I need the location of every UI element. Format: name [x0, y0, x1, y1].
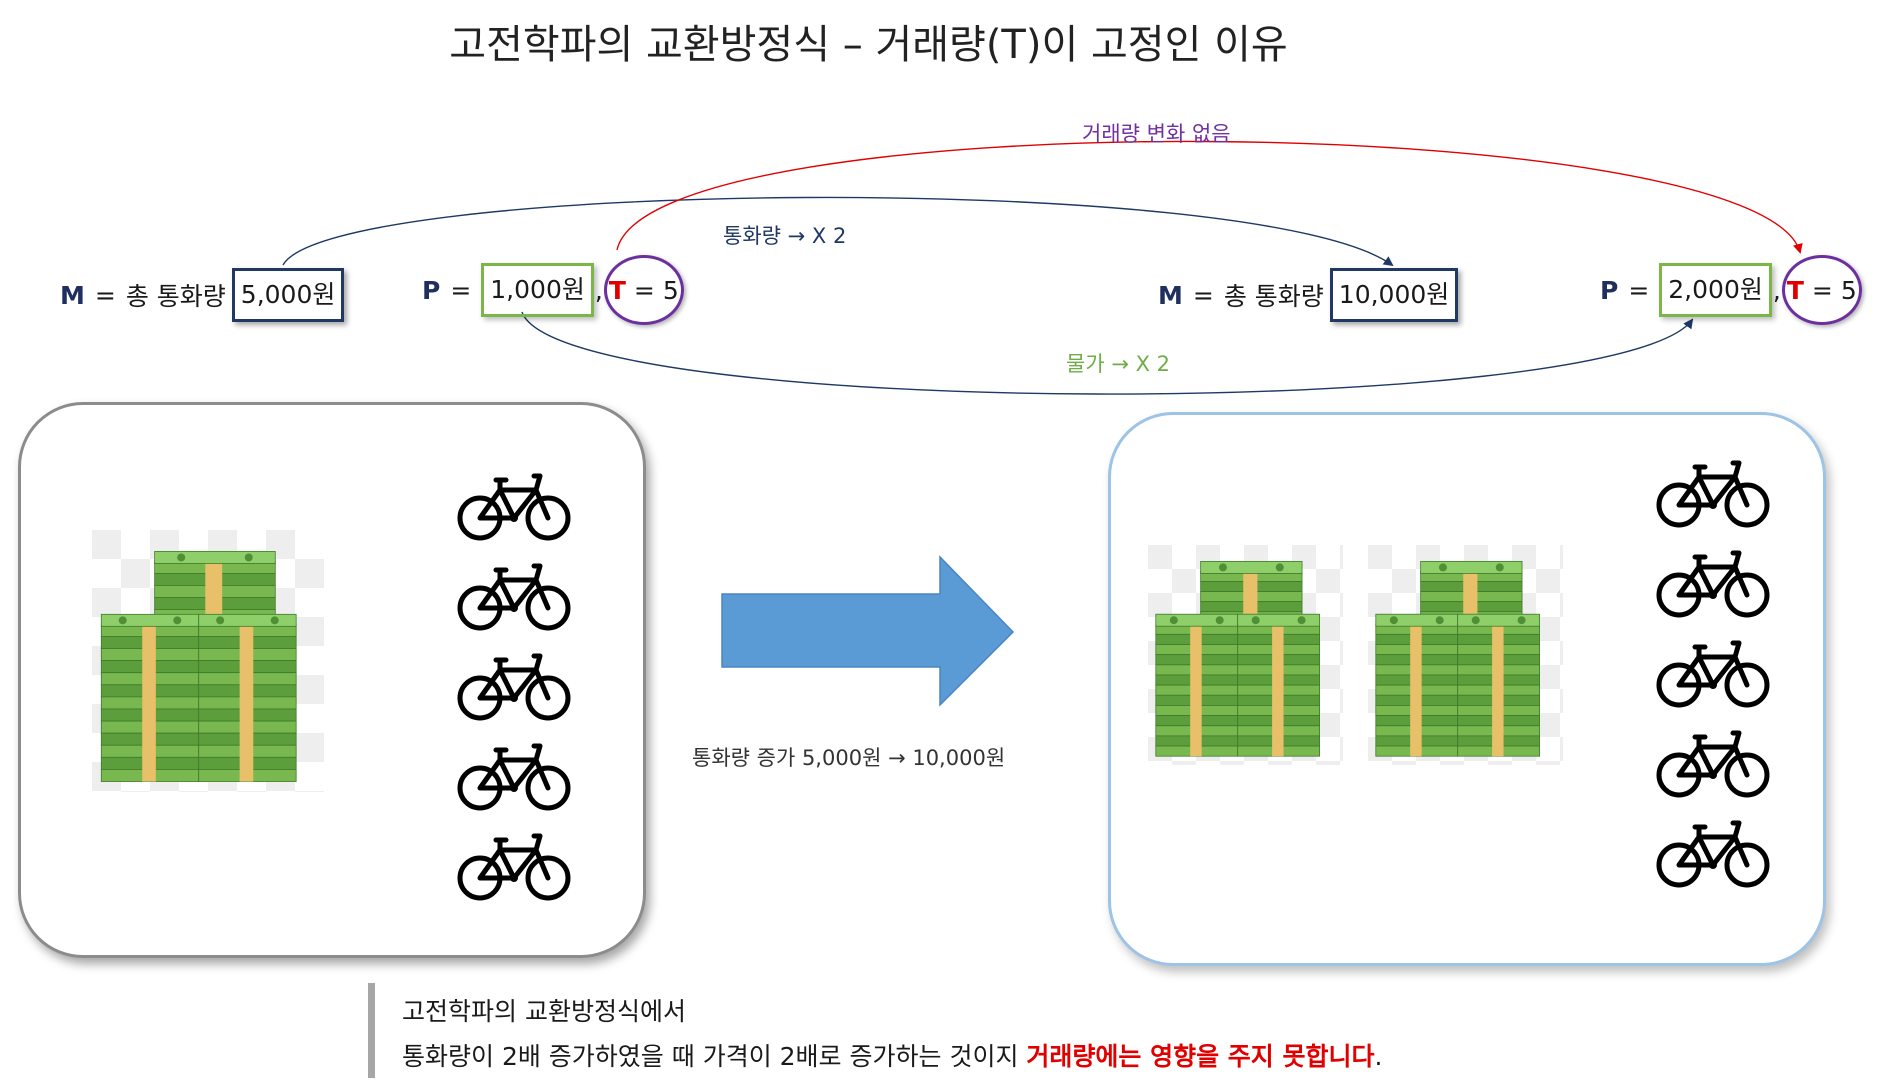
- bicycle-icon: [457, 743, 571, 811]
- money-stack-icon: [1148, 545, 1343, 765]
- bicycle-icon: [457, 563, 571, 631]
- money-x2-label: 통화량 → X 2: [723, 224, 847, 248]
- price-increase-curve: [521, 311, 1694, 395]
- bicycle-icon: [1656, 730, 1770, 798]
- equals-sign: =: [633, 275, 655, 305]
- money-increase-curve: [282, 196, 1394, 267]
- t-value: 5: [662, 275, 679, 305]
- p-symbol: P: [422, 275, 441, 305]
- t-symbol: T: [1786, 275, 1804, 305]
- t-circle: T = 5: [1781, 255, 1862, 325]
- money-stack-icon: [92, 530, 324, 792]
- note-emphasis: 거래량에는 영향을 주지 못합니다: [1026, 1042, 1375, 1071]
- bicycle-icon: [457, 473, 571, 541]
- bicycle-icon: [457, 833, 571, 901]
- money-increase-caption: 통화량 증가 5,000원 → 10,000원: [692, 746, 1006, 770]
- note-line-1: 고전학파의 교환방정식에서: [402, 997, 686, 1026]
- right-arrow-icon: [721, 555, 1015, 707]
- equals-sign: =: [450, 275, 472, 305]
- comma: ,: [594, 275, 603, 305]
- total-money-text: 총 통화량: [1223, 282, 1324, 311]
- note-line-2: 통화량이 2배 증가하였을 때 가격이 2배로 증가하는 것이지 거래량에는 영…: [402, 1037, 1382, 1073]
- page-title: 고전학파의 교환방정식 – 거래량(T)이 고정인 이유: [449, 22, 1288, 68]
- left-price-equation: P = 1,000원 , T = 5: [422, 255, 684, 325]
- left-money-equation: M = 총 통화량 5,000원: [60, 268, 345, 322]
- comma: ,: [1772, 275, 1781, 305]
- no-change-label: 거래량 변화 없음: [1082, 122, 1231, 146]
- t-symbol: T: [608, 275, 626, 305]
- p-symbol: P: [1600, 275, 1619, 305]
- bicycle-icon: [1656, 460, 1770, 528]
- right-price-equation: P = 2,000원 , T = 5: [1600, 255, 1862, 325]
- note-line-2-text: 통화량이 2배 증가하였을 때 가격이 2배로 증가하는 것이지: [402, 1042, 1027, 1071]
- total-money-text: 총 통화량: [125, 282, 226, 311]
- t-value: 5: [1840, 275, 1857, 305]
- money-value-box: 5,000원: [231, 268, 345, 322]
- money-stack-icon: [1368, 545, 1563, 765]
- bicycle-icon: [1656, 640, 1770, 708]
- m-symbol: M: [1158, 280, 1183, 310]
- equals-sign: =: [94, 280, 116, 310]
- equals-sign: =: [1811, 275, 1833, 305]
- no-change-curve: [616, 140, 1803, 254]
- bicycle-icon: [1656, 820, 1770, 888]
- bicycle-icon: [457, 653, 571, 721]
- money-value-box: 10,000원: [1329, 268, 1459, 322]
- right-money-equation: M = 총 통화량 10,000원: [1158, 268, 1459, 322]
- price-value-box: 1,000원: [481, 263, 594, 317]
- t-circle: T = 5: [603, 255, 684, 325]
- price-value-box: 2,000원: [1659, 263, 1772, 317]
- equals-sign: =: [1192, 280, 1214, 310]
- equals-sign: =: [1628, 275, 1650, 305]
- price-x2-label: 물가 → X 2: [1066, 352, 1171, 376]
- bicycle-icon: [1656, 550, 1770, 618]
- note-bar: [368, 983, 375, 1078]
- m-symbol: M: [60, 280, 85, 310]
- note-period: .: [1374, 1042, 1383, 1071]
